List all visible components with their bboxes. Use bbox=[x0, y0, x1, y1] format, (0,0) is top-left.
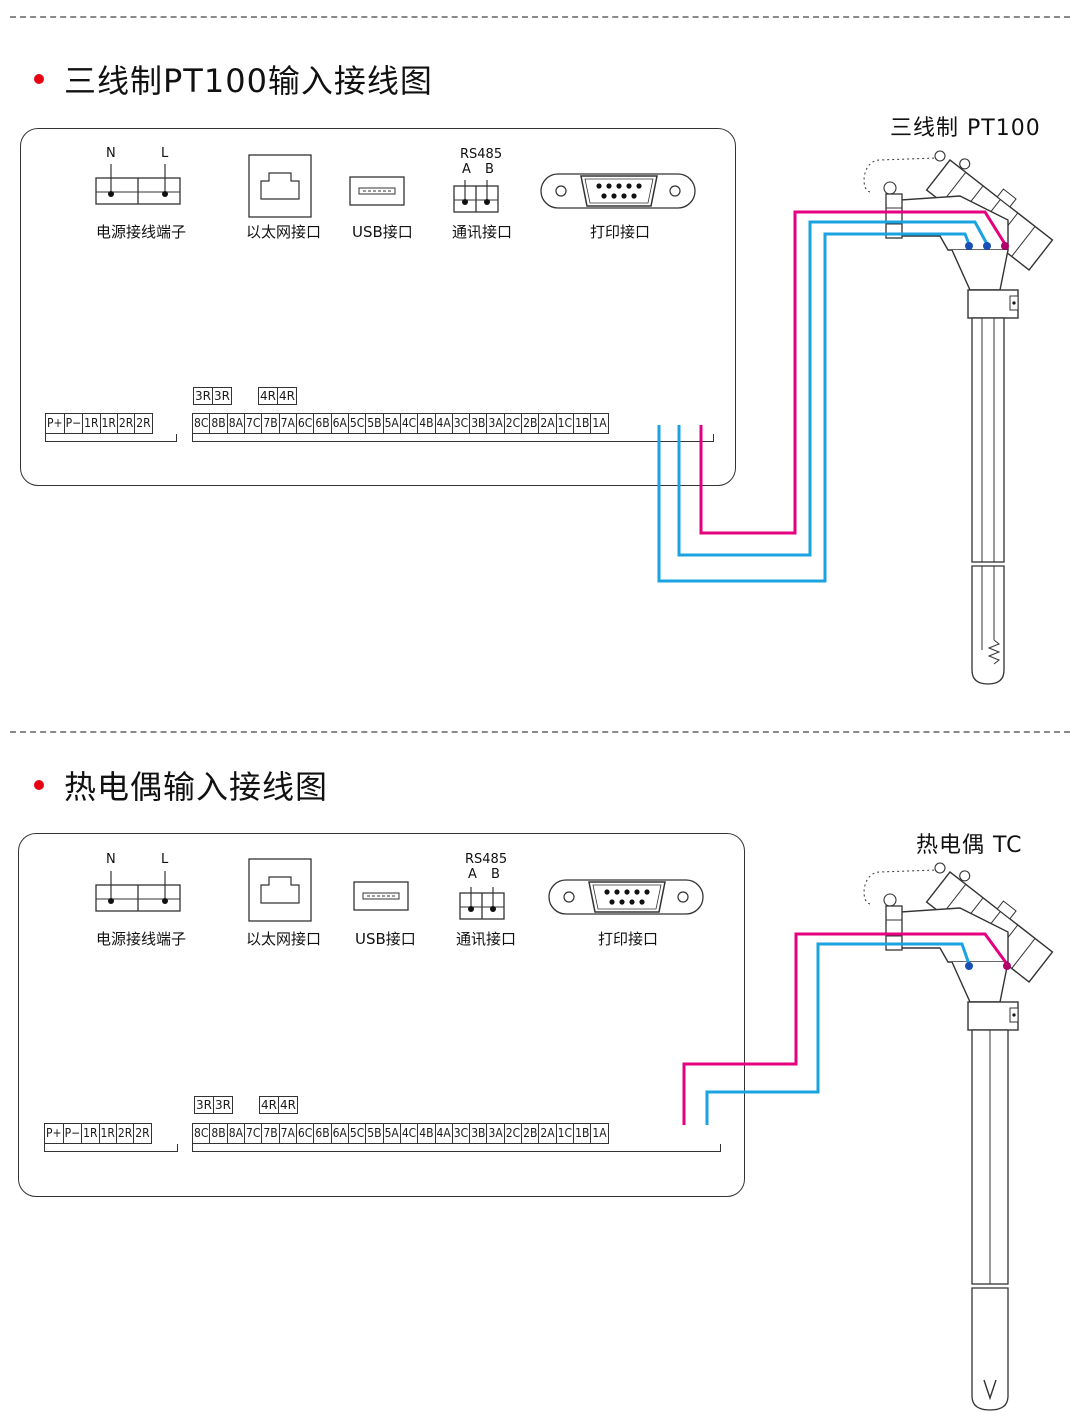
tag-3r: 3R 3R bbox=[194, 1096, 233, 1114]
strip-base bbox=[44, 1144, 178, 1152]
power-n-label: N bbox=[106, 146, 116, 161]
tag-3r: 3R 3R bbox=[193, 387, 232, 405]
power-terminal-icon bbox=[95, 163, 181, 205]
db9-print-port-icon bbox=[540, 173, 696, 209]
wire-1c-blue bbox=[657, 232, 971, 583]
divider bbox=[10, 731, 1070, 733]
rs485-label: RS485 bbox=[460, 147, 503, 162]
usb-port-icon bbox=[353, 881, 409, 911]
bullet-icon bbox=[34, 780, 44, 790]
pt100-sensor-icon bbox=[863, 150, 1060, 685]
usb-label: USB接口 bbox=[352, 223, 413, 241]
power-l-label: L bbox=[161, 146, 169, 161]
strip-base bbox=[45, 434, 177, 442]
tag-4r: 4R 4R bbox=[258, 387, 297, 405]
section-heading: 三线制PT100输入接线图 bbox=[34, 56, 433, 102]
ethernet-port-icon bbox=[248, 154, 312, 218]
strip-base bbox=[192, 434, 714, 442]
rs485-terminal-icon bbox=[453, 179, 499, 213]
sensor-title: 热电偶 TC bbox=[916, 833, 1023, 858]
wire-1b-blue bbox=[677, 220, 989, 557]
power-terminal-icon bbox=[95, 870, 181, 912]
rs485-terminal-icon bbox=[459, 886, 505, 920]
terminal-strip-power-relay: P+ P− 1R 1R 2R 2R bbox=[44, 1123, 152, 1144]
pt100-wires bbox=[657, 210, 1009, 583]
heading-text: 热电偶输入接线图 bbox=[64, 768, 329, 806]
power-terminal-label: 电源接线端子 bbox=[96, 930, 187, 948]
tc-wires bbox=[682, 932, 1011, 1125]
usb-label: USB接口 bbox=[355, 930, 416, 948]
rs485-a-label: A bbox=[468, 867, 477, 882]
wire-1a-blue bbox=[705, 942, 971, 1125]
wire-1a-magenta bbox=[699, 210, 1007, 535]
bullet-icon bbox=[34, 74, 44, 84]
print-label: 打印接口 bbox=[598, 930, 659, 948]
ethernet-port-icon bbox=[248, 858, 312, 922]
strip-base bbox=[192, 1144, 721, 1152]
divider bbox=[10, 16, 1070, 18]
power-terminal-label: 电源接线端子 bbox=[96, 223, 187, 241]
heading-text: 三线制PT100输入接线图 bbox=[64, 62, 433, 100]
sensor-title: 三线制 PT100 bbox=[890, 116, 1041, 141]
terminal-strip-inputs: 8C 8B 8A 7C 7B 7A 6C 6B 6A 5C 5B 5A 4C 4… bbox=[192, 1123, 609, 1144]
terminal-strip-inputs: 8C 8B 8A 7C 7B 7A 6C 6B 6A 5C 5B 5A 4C 4… bbox=[192, 413, 609, 434]
usb-port-icon bbox=[349, 176, 405, 206]
ethernet-label: 以太网接口 bbox=[246, 930, 322, 948]
rs485-b-label: B bbox=[485, 162, 494, 177]
terminal-strip-power-relay: P+ P− 1R 1R 2R 2R bbox=[45, 413, 153, 434]
tag-4r: 4R 4R bbox=[259, 1096, 298, 1114]
comm-label: 通讯接口 bbox=[456, 930, 517, 948]
rs485-a-label: A bbox=[462, 162, 471, 177]
thermocouple-sensor-icon bbox=[863, 862, 1060, 1411]
power-n-label: N bbox=[106, 852, 116, 867]
section-heading: 热电偶输入接线图 bbox=[34, 762, 328, 808]
wire-1b-magenta bbox=[682, 932, 1009, 1125]
power-l-label: L bbox=[161, 852, 169, 867]
rs485-label: RS485 bbox=[465, 852, 508, 867]
ethernet-label: 以太网接口 bbox=[246, 223, 322, 241]
rs485-b-label: B bbox=[491, 867, 500, 882]
print-label: 打印接口 bbox=[590, 223, 651, 241]
comm-label: 通讯接口 bbox=[452, 223, 513, 241]
db9-print-port-icon bbox=[548, 879, 704, 915]
